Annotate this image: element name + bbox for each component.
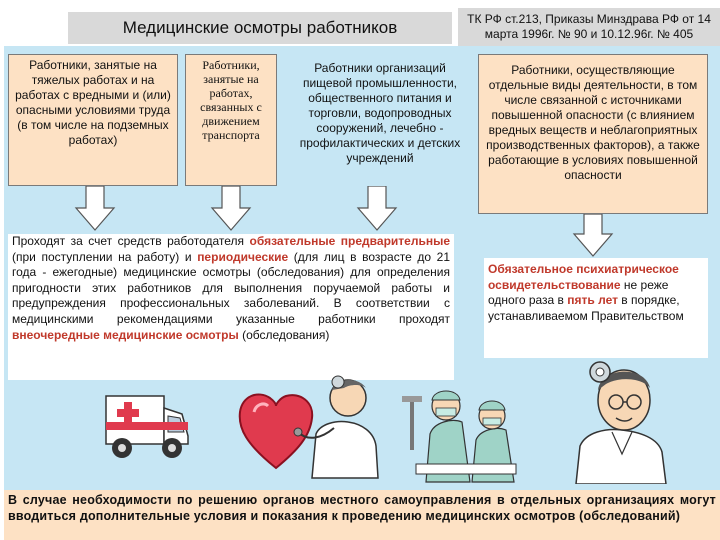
category-transport-work: Работники, занятые на работах, связанных… xyxy=(185,54,277,186)
page-title-text: Медицинские осмотры работников xyxy=(122,18,398,37)
law-reference: ТК РФ ст.213, Приказы Минздрава РФ от 14… xyxy=(458,8,720,48)
category-food-industry: Работники организаций пищевой промышленн… xyxy=(290,54,470,186)
arrow-down-4 xyxy=(572,214,614,257)
surgeons-icon xyxy=(402,390,517,483)
exam-description: Проходят за счет средств работодателя об… xyxy=(8,234,454,380)
footer-note: В случае необходимости по решению органо… xyxy=(4,490,720,540)
arrow-down-1 xyxy=(74,186,116,231)
psychiatric-exam-note: Обязательное психиатрическое освидетельс… xyxy=(484,258,708,358)
arrow-down-2 xyxy=(210,186,252,231)
page-title: Медицинские осмотры работников xyxy=(68,12,452,44)
doctor-icon xyxy=(293,375,379,479)
doctor-portrait-icon xyxy=(575,361,667,484)
category-high-danger: Работники, осуществляющие отдельные виды… xyxy=(478,54,708,214)
heart-icon xyxy=(238,393,314,470)
ambulance-icon xyxy=(105,395,189,458)
arrow-down-3 xyxy=(356,186,398,231)
category-hazardous-work: Работники, занятые на тяжелых работах и … xyxy=(8,54,178,186)
